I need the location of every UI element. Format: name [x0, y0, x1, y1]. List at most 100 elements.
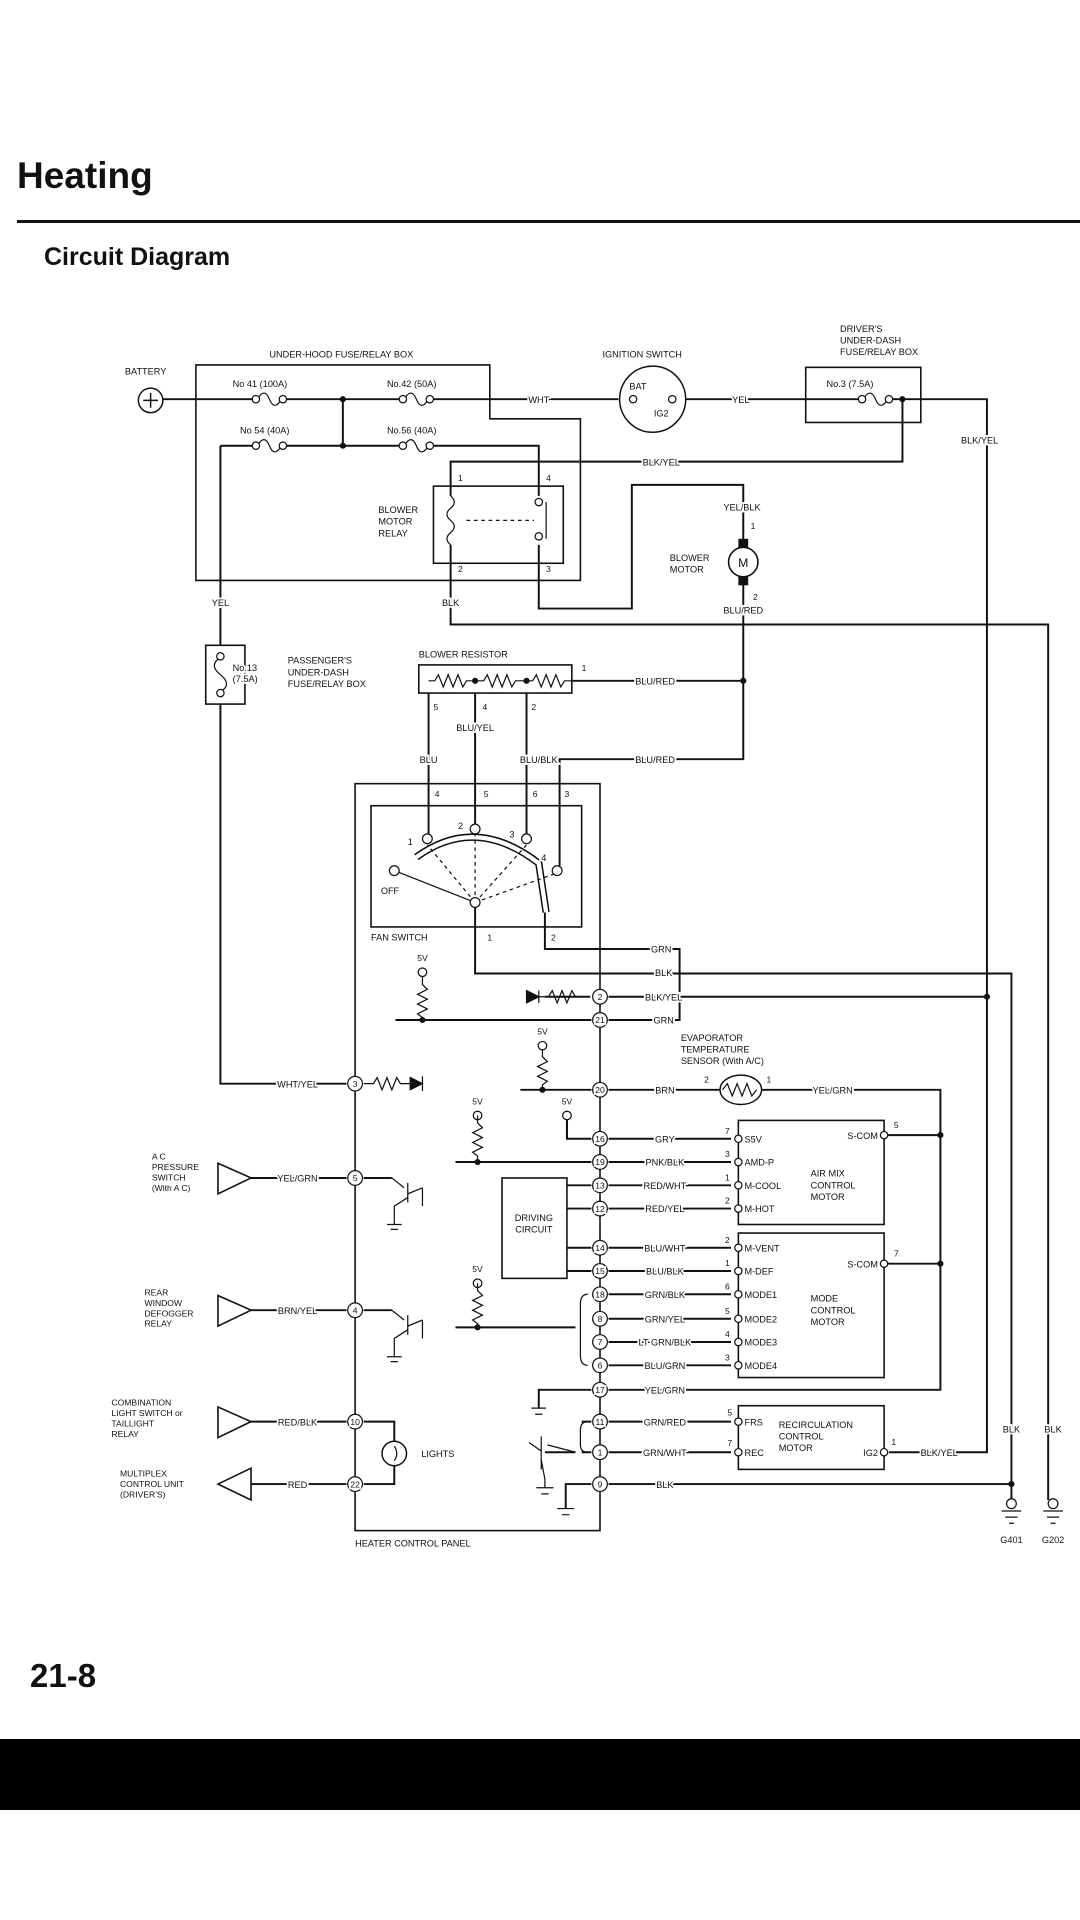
connector-pin — [592, 1444, 608, 1461]
battery-label: BATTERY — [125, 367, 166, 377]
wire-color-label: LT GRN/BLK — [639, 1338, 693, 1348]
fuse-13-label: (7.5A) — [233, 674, 258, 684]
connector-pin — [347, 1302, 364, 1319]
5v-supply-icon — [417, 967, 428, 978]
driving-circuit — [501, 1177, 568, 1280]
connector-pin-number: 15 — [595, 1266, 605, 1276]
defogger-label: WINDOW — [144, 1298, 182, 1308]
connector-pin-number: 21 — [595, 1015, 605, 1025]
wire-color-label: GRY — [655, 1134, 675, 1144]
connector-pin — [592, 1200, 608, 1217]
fuse-13-label: No.13 — [233, 663, 257, 673]
air-mix-label: CONTROL — [811, 1180, 856, 1190]
wire-color-label: GRN/WHT — [643, 1448, 687, 1458]
evap-pin: 1 — [767, 1074, 772, 1084]
terminal-pin: 6 — [725, 1281, 730, 1291]
fuse-54-label: No 54 (40A) — [240, 425, 289, 435]
connector-pin-number: 19 — [595, 1157, 605, 1167]
wire-color-label: BLU/RED — [635, 755, 675, 765]
connector-pin-number: 16 — [595, 1134, 605, 1144]
resistor-pin: 4 — [482, 702, 487, 712]
air-mix-control-motor — [737, 1119, 885, 1226]
motor-pin: 2 — [753, 592, 758, 602]
fuse-56-label: No.56 (40A) — [387, 425, 436, 435]
connector-pin-number: 20 — [595, 1085, 605, 1095]
fan-position-label: 3 — [509, 830, 514, 840]
connector-pin — [347, 1075, 364, 1092]
wire-color-label: GRN/RED — [644, 1417, 687, 1427]
5v-supply-icon — [537, 1040, 548, 1051]
blower-resistor — [417, 664, 573, 694]
connector-pin — [592, 1476, 608, 1493]
relay-pin: 4 — [546, 473, 551, 483]
connector-pin-number: 12 — [595, 1204, 605, 1214]
resistor-pin: 1 — [582, 663, 587, 673]
page-number: 21-8 — [30, 1657, 97, 1694]
terminal-pin: 3 — [725, 1149, 730, 1159]
page-title: Heating — [17, 155, 153, 196]
lights-label: LIGHTS — [421, 1449, 454, 1459]
terminal-label: REC — [744, 1448, 764, 1458]
terminal-label: S5V — [744, 1134, 762, 1144]
terminal-pin: 5 — [894, 1120, 899, 1130]
driving-circuit-label: CIRCUIT — [515, 1224, 553, 1234]
connector-pin-number: 3 — [353, 1079, 358, 1089]
5v-label: 5V — [417, 953, 428, 963]
terminal — [734, 1181, 743, 1190]
driver-box-label: DRIVER'S — [840, 324, 883, 334]
ignition-switch-icon — [618, 365, 687, 433]
connector-pin — [347, 1170, 364, 1186]
evap-sensor-label: TEMPERATURE — [681, 1044, 750, 1054]
terminal-label: MODE4 — [744, 1361, 777, 1371]
terminal-pin: 7 — [727, 1438, 732, 1448]
connector-pin-number: 18 — [595, 1289, 605, 1299]
connector-pin-number: 9 — [598, 1479, 603, 1489]
connector-pin-number: 6 — [598, 1360, 603, 1370]
connector-pin — [592, 1130, 608, 1147]
passenger-box-label: PASSENGER'S — [288, 656, 352, 666]
wire-color-label: BLU/BLK — [520, 755, 559, 765]
5v-label: 5V — [537, 1027, 548, 1037]
connector-pin — [592, 1177, 608, 1194]
terminal-label: S-COM — [847, 1259, 878, 1269]
ignition-bat-label: BAT — [629, 381, 647, 391]
blower-motor-icon — [727, 546, 759, 578]
wire-color-label: BLK — [1044, 1425, 1062, 1435]
evap-sensor-label: SENSOR (With A/C) — [681, 1056, 764, 1066]
relay-label: MOTOR — [378, 517, 412, 527]
connector-pin — [592, 1154, 608, 1170]
wire-color-label: RED — [288, 1480, 308, 1490]
fan-switch-pin: 2 — [551, 932, 556, 942]
mode-control-motor — [737, 1232, 885, 1379]
evap-sensor-icon — [719, 1074, 763, 1106]
resistor-zigzag — [428, 673, 572, 689]
fan-switch-pin: 6 — [533, 789, 538, 799]
heater-panel-label: HEATER CONTROL PANEL — [355, 1539, 471, 1549]
relay-pin: 2 — [458, 564, 463, 574]
terminal-pin: 5 — [727, 1408, 732, 1418]
connector-pin-number: 4 — [353, 1305, 358, 1315]
connector-pin — [592, 1334, 608, 1350]
ignition-switch-label: IGNITION SWITCH — [602, 350, 681, 360]
wire-color-label: BLK/YEL — [645, 992, 682, 1002]
terminal — [734, 1337, 743, 1347]
connector-pin — [592, 1310, 608, 1327]
connector-pin-number: 11 — [596, 1417, 605, 1427]
recirc-motor-label: RECIRCULATION — [779, 1420, 853, 1430]
lights-icon — [381, 1440, 408, 1467]
terminal — [879, 1130, 889, 1140]
connector-pin — [592, 1286, 608, 1303]
terminal — [734, 1204, 743, 1213]
connector-pin-number: 10 — [350, 1417, 360, 1427]
passenger-fuse-box — [204, 644, 246, 705]
wire-color-label: YEL — [212, 598, 229, 608]
recirc-motor-label: MOTOR — [779, 1443, 813, 1453]
terminal — [734, 1243, 743, 1253]
fan-position-label: 2 — [458, 821, 463, 831]
motor-pin: 1 — [751, 521, 756, 531]
air-mix-label: AIR MIX — [811, 1169, 845, 1179]
connector-pin-number: 13 — [595, 1180, 605, 1190]
terminal — [879, 1447, 889, 1457]
wire-color-label: WHT — [528, 395, 549, 405]
wire-color-label: YEL/GRN — [813, 1085, 853, 1095]
